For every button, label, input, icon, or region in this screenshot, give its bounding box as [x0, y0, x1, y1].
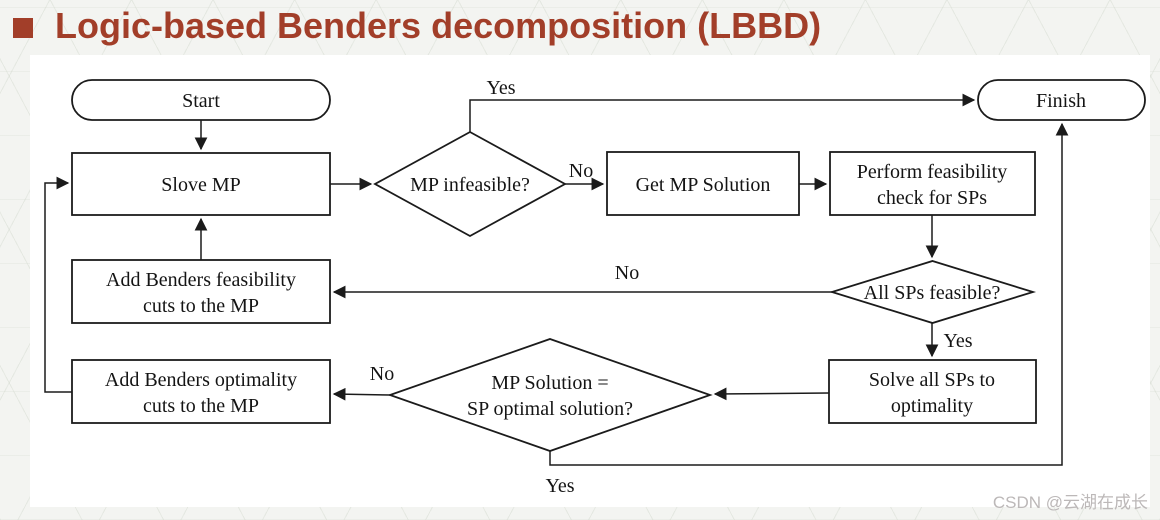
edge-mpinfeasible-yes-to-finish — [469, 93, 976, 132]
flow-node-labels: Start Slove MP MP infeasible? Get MP Sol… — [105, 90, 1086, 420]
node-solve-mp — [71, 152, 331, 216]
node-add-feasibility-cuts — [71, 259, 331, 324]
label-add-optimality-line2: cuts to the MP — [143, 395, 259, 417]
node-mp-solution-eq — [387, 338, 713, 452]
label-solve-all-sps-line2: optimality — [891, 395, 973, 417]
node-mp-infeasible — [373, 130, 567, 238]
watermark: CSDN @云湖在成长 — [992, 493, 1148, 512]
edge-label-no-mpsolution: No — [370, 363, 394, 385]
label-add-optimality-line1: Add Benders optimality — [105, 369, 297, 391]
edge-solveallsps-to-mpsolution — [713, 387, 830, 401]
title-bar: Logic-based Benders decomposition (LBBD) — [0, 0, 1160, 55]
label-solve-all-sps-line1: Solve all SPs to — [869, 369, 995, 391]
label-add-feasibility-line1: Add Benders feasibility — [106, 269, 296, 291]
edge-label-yes-bottom: Yes — [545, 475, 574, 497]
edge-label-no-allsps: No — [615, 262, 639, 284]
node-add-optimality-cuts — [71, 359, 331, 424]
edge-label-yes-top: Yes — [486, 77, 515, 99]
node-start — [71, 79, 331, 121]
label-start: Start — [182, 90, 220, 112]
edge-mpsolution-no-to-optimalitycuts — [332, 387, 391, 401]
edge-mpsolution-yes-to-finish — [549, 122, 1069, 466]
edge-label-no-mpinfeasible: No — [569, 160, 593, 182]
label-mp-infeasible: MP infeasible? — [410, 174, 530, 196]
flow-edge-labels: Yes No No Yes No Yes — [370, 77, 973, 497]
node-solve-all-sps — [828, 359, 1037, 424]
edge-label-yes-allsps: Yes — [943, 330, 972, 352]
flow-nodes — [71, 79, 1146, 452]
label-add-feasibility-line2: cuts to the MP — [143, 295, 259, 317]
node-get-mp-solution — [606, 151, 800, 216]
label-solve-mp: Slove MP — [161, 174, 240, 196]
node-all-sps-feasible — [828, 260, 1037, 324]
node-perform-check — [829, 151, 1036, 216]
label-get-mp-solution: Get MP Solution — [636, 174, 771, 196]
label-mp-solution-line1: MP Solution = — [491, 372, 608, 394]
label-all-sps-feasible: All SPs feasible? — [864, 282, 1001, 304]
square-bullet-icon — [13, 18, 33, 38]
flow-edges — [44, 93, 1069, 466]
label-perform-check-line1: Perform feasibility — [857, 161, 1008, 183]
label-mp-solution-line2: SP optimal solution? — [467, 398, 633, 420]
label-perform-check-line2: check for SPs — [877, 187, 987, 209]
edge-optimalitycuts-to-solvemp — [44, 176, 72, 393]
page-title: Logic-based Benders decomposition (LBBD) — [55, 5, 822, 46]
node-finish — [977, 79, 1146, 121]
label-finish: Finish — [1036, 90, 1086, 112]
